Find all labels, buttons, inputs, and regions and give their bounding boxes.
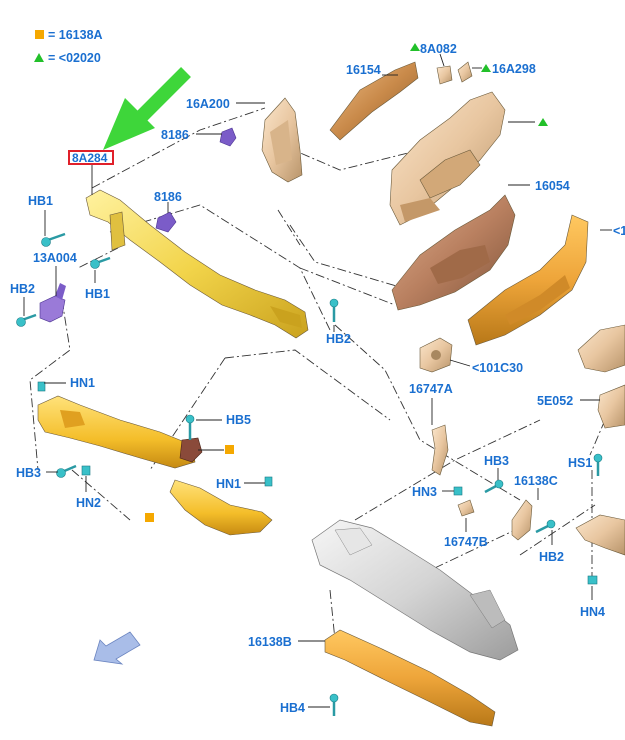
legend: = 16138A = <02020 (34, 28, 103, 65)
callout-edge-right[interactable]: <1 (613, 224, 625, 238)
fasteners (16, 232, 603, 716)
part-13a004-bracket (39, 283, 66, 323)
bracket-16a298 (457, 61, 482, 83)
nut-hn2-icon (81, 465, 91, 476)
part-16138c-bracket (511, 499, 533, 541)
part-wheelhouse-shield (467, 214, 589, 346)
bolt-hb3-left-icon (56, 464, 77, 478)
bolt-hb2-mid-icon (329, 298, 339, 322)
legend-triangle-label: = <02020 (48, 51, 101, 65)
nut-hn1-left-icon (37, 381, 46, 392)
callout-hb2-mid[interactable]: HB2 (326, 332, 351, 346)
pointer-arrow-icon (103, 67, 191, 150)
callout-8a082[interactable]: 8A082 (420, 42, 457, 56)
marker-triangle-8a082-icon (410, 43, 420, 51)
part-101c30-bracket (419, 337, 453, 373)
marker-triangle-16a298-icon (481, 64, 491, 72)
callout-8a284[interactable]: 8A284 (72, 151, 108, 165)
callout-hn2[interactable]: HN2 (76, 496, 101, 510)
callout-hn3[interactable]: HN3 (412, 485, 437, 499)
legend-triangle-icon (34, 53, 44, 62)
part-16154-rail (329, 61, 419, 141)
callout-hb1-mid[interactable]: HB1 (85, 287, 110, 301)
callout-hn4[interactable]: HN4 (580, 605, 605, 619)
part-lower-tie-bar (37, 395, 273, 536)
callout-hn1-mid[interactable]: HN1 (216, 477, 241, 491)
callout-hb1-top[interactable]: HB1 (28, 194, 53, 208)
part-16138b-lower-shield (324, 629, 496, 727)
markers (145, 43, 548, 522)
bolt-hs1-icon (593, 453, 603, 476)
clip-8186-top (219, 127, 237, 147)
part-16747a-bracket (431, 424, 449, 476)
bolt-hb2-right-icon (535, 519, 556, 534)
front-direction-arrow-icon (93, 631, 141, 665)
clip-8186-mid (155, 211, 177, 233)
part-16054-apron (391, 194, 516, 311)
callout-16138c[interactable]: 16138C (514, 474, 558, 488)
bolt-hb1-top-icon (41, 232, 66, 247)
nut-hn4-icon (587, 575, 598, 585)
callout-16747a[interactable]: 16747A (409, 382, 453, 396)
callout-labels: 8A082 16A298 16154 16A200 8186 8186 HB1 … (10, 42, 625, 715)
callout-hb2-right[interactable]: HB2 (539, 550, 564, 564)
bracket-8a082 (436, 53, 453, 85)
callout-16a200[interactable]: 16A200 (186, 97, 230, 111)
callout-16747b[interactable]: 16747B (444, 535, 488, 549)
bolt-hb4-icon (329, 693, 339, 716)
nut-hn3-icon (453, 486, 463, 496)
callout-8186-mid[interactable]: 8186 (154, 190, 182, 204)
part-mount-brown (179, 437, 203, 463)
legend-square-label: = 16138A (48, 28, 103, 42)
part-16a200-bracket (261, 97, 303, 183)
callout-16a298[interactable]: 16A298 (492, 62, 536, 76)
callout-16054[interactable]: 16054 (535, 179, 570, 193)
callout-8a284-selected[interactable]: 8A284 (68, 150, 114, 165)
callout-hn1-left[interactable]: HN1 (70, 376, 95, 390)
callout-hs1[interactable]: HS1 (568, 456, 592, 470)
callout-8186-top[interactable]: 8186 (161, 128, 189, 142)
marker-triangle-apron-icon (538, 118, 548, 126)
legend-square-icon (35, 30, 44, 39)
callout-101c30[interactable]: <101C30 (472, 361, 523, 375)
callout-16154[interactable]: 16154 (346, 63, 381, 77)
bolt-hb1-mid-icon (90, 256, 111, 269)
marker-square-mount-icon (225, 445, 234, 454)
bolt-hb2-left-icon (16, 313, 37, 327)
callout-hb3-right[interactable]: HB3 (484, 454, 509, 468)
leader-lines (23, 74, 612, 708)
part-8a284-upper-support (85, 189, 309, 339)
part-apron-upper (389, 91, 506, 226)
bolt-hb3-right-icon (484, 479, 504, 494)
marker-square-tiebar-icon (145, 513, 154, 522)
callout-hb3-left[interactable]: HB3 (16, 466, 41, 480)
callout-16138b[interactable]: 16138B (248, 635, 292, 649)
highlight-box (68, 150, 114, 165)
callout-hb5[interactable]: HB5 (226, 413, 251, 427)
callout-13a004[interactable]: 13A004 (33, 251, 77, 265)
callout-5e052[interactable]: 5E052 (537, 394, 573, 408)
callout-hb4[interactable]: HB4 (280, 701, 305, 715)
part-bumper-beam (311, 519, 519, 661)
bolt-hb5-icon (185, 414, 195, 440)
nut-hn1-mid-icon (264, 476, 273, 487)
callout-hb2-left[interactable]: HB2 (10, 282, 35, 296)
part-right-side-brackets (575, 324, 625, 556)
part-16747b-bracket (457, 499, 475, 517)
